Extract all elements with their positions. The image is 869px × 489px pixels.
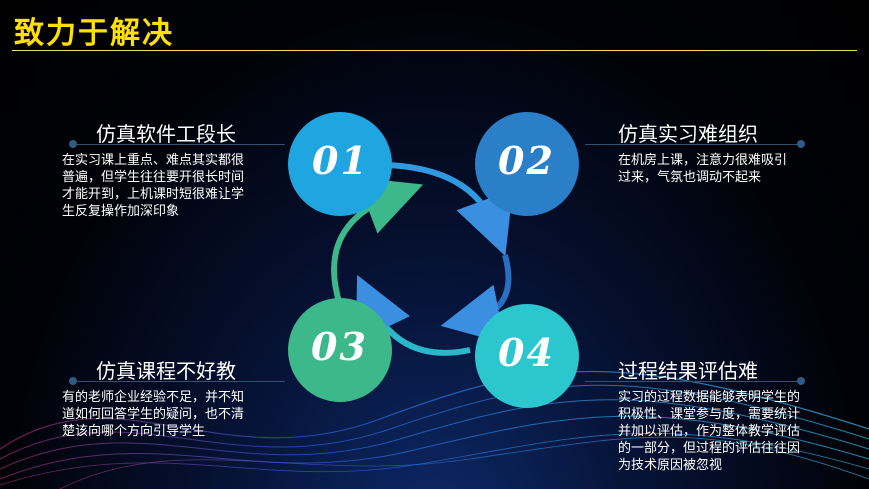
- number-03: 03: [311, 324, 368, 369]
- circle-04: [475, 304, 579, 408]
- heading-line-02: [585, 144, 800, 145]
- title-underline: [12, 50, 857, 51]
- heading-dot-02: [797, 140, 805, 148]
- body-01: 在实习课上重点、难点其实都很普遍，但学生往往要开很长时间才能开到，上机课时短很难…: [62, 153, 245, 219]
- body-03: 有的老师企业经验不足，并不知道如何回答学生的疑问，也不清楚该向哪个方向引导学生: [62, 390, 245, 439]
- circle-01: [288, 112, 392, 216]
- heading-line-03: [75, 381, 285, 382]
- body-02: 在机房上课，注意力很难吸引过来，气氛也调动不起来: [618, 153, 788, 185]
- heading-line-01: [75, 144, 285, 145]
- number-01: 01: [312, 138, 369, 183]
- background-wave-lines: [0, 370, 869, 489]
- circle-02: [475, 112, 579, 216]
- number-02: 02: [498, 138, 555, 183]
- heading-dot-03: [69, 377, 77, 385]
- heading-04: 过程结果评估难: [618, 359, 758, 383]
- circle-03: [288, 298, 392, 402]
- number-04: 04: [498, 330, 555, 375]
- heading-dot-01: [69, 140, 77, 148]
- arrow-02-to-04: [440, 254, 512, 344]
- heading-dot-04: [797, 377, 805, 385]
- heading-01: 仿真软件工段长: [96, 122, 236, 146]
- page-title: 致力于解决: [14, 16, 174, 51]
- heading-02: 仿真实习难组织: [618, 122, 758, 146]
- arrow-03-to-01: [331, 177, 424, 306]
- body-04: 实习的过程数据能够表明学生的积极性、课堂参与度，需要统计并加以评估，作为整体教学…: [618, 390, 801, 473]
- heading-line-04: [585, 381, 800, 382]
- heading-03: 仿真课程不好教: [96, 359, 236, 383]
